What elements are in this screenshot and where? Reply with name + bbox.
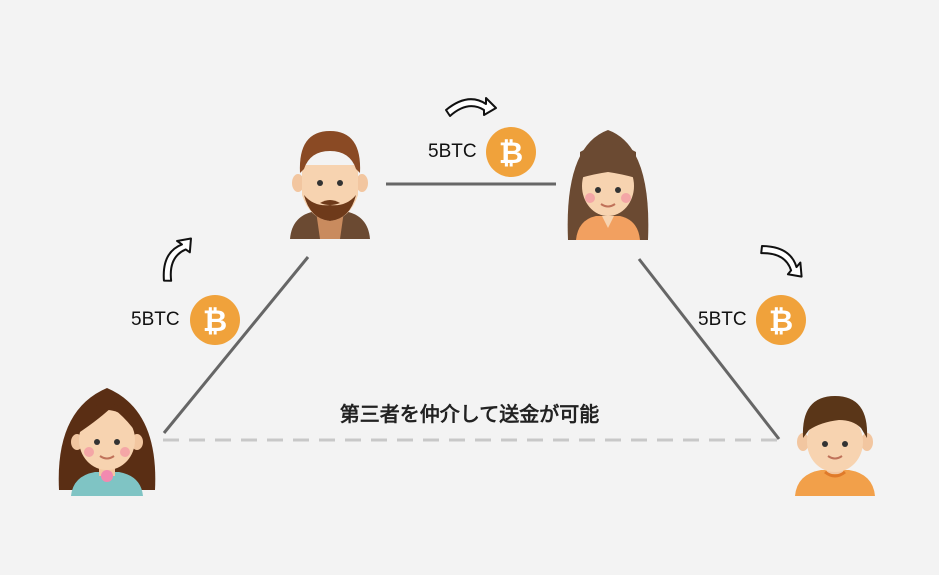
- bitcoin-coin-icon: ₿: [190, 295, 240, 345]
- link-line-left: [162, 256, 310, 434]
- transfer-amount-label: 5BTC: [698, 309, 747, 330]
- transfer-amount-label: 5BTC: [131, 309, 180, 330]
- coin-symbol: ₿: [769, 304, 793, 339]
- coin-symbol: ₿: [499, 136, 523, 171]
- transfer-amount-label: 5BTC: [428, 141, 477, 162]
- bitcoin-coin-icon: ₿: [756, 295, 806, 345]
- person-icon: [290, 131, 370, 239]
- curved-arrow-icon: [445, 97, 497, 117]
- link-line-right: [637, 258, 781, 440]
- diagram-caption: 第三者を仲介して送金が可能: [339, 402, 600, 426]
- person-icon: [58, 388, 156, 496]
- curved-arrow-icon: [760, 244, 803, 278]
- person-icon: [795, 396, 875, 496]
- person-icon: [567, 130, 649, 240]
- bitcoin-coin-icon: ₿: [486, 127, 536, 177]
- curved-arrow-icon: [162, 237, 192, 282]
- coin-symbol: ₿: [203, 304, 227, 339]
